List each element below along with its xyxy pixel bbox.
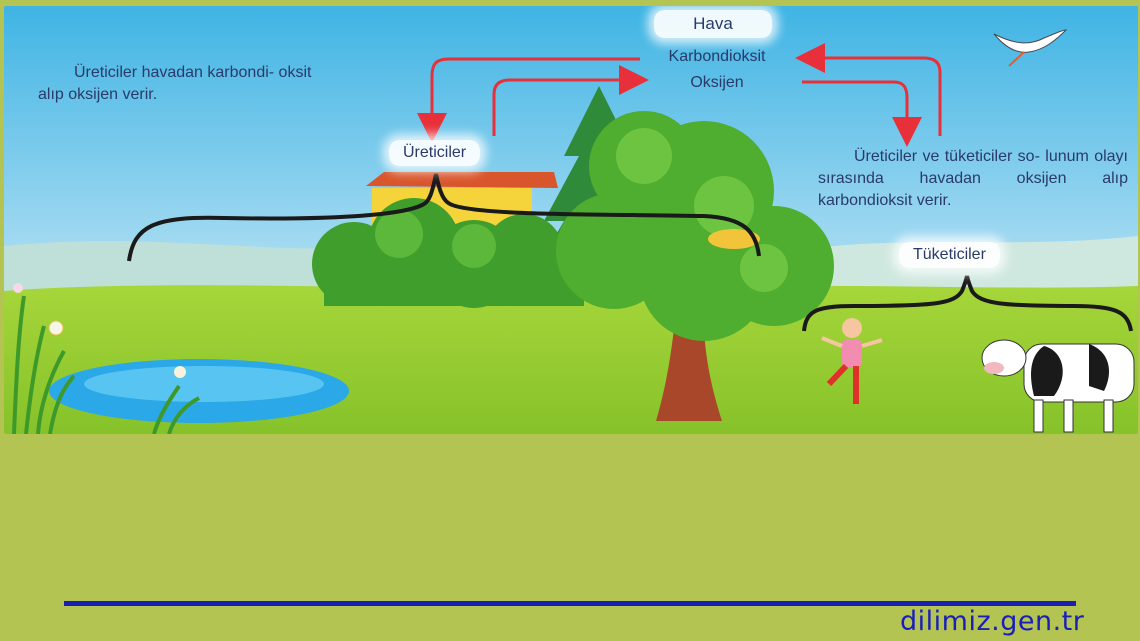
o2-to-respiration-arrow	[802, 80, 922, 147]
flower	[174, 366, 186, 378]
respiration-note: Üreticiler ve tüketiciler so- lunum olay…	[818, 148, 1128, 209]
reeds	[12, 295, 200, 434]
producers-label: Üreticiler	[389, 140, 481, 166]
flower	[13, 283, 23, 293]
illustration-scene: Hava Karbondioksit Oksijen Üreticiler Tü…	[4, 6, 1138, 434]
producers-note: Üreticiler havadan karbondi- oksit alıp …	[38, 64, 312, 103]
air-gas-o2: Oksijen	[690, 74, 744, 91]
flower	[48, 320, 64, 336]
consumers-label: Tüketiciler	[899, 242, 1000, 268]
air-title: Hava	[654, 10, 772, 38]
footer-divider	[64, 601, 1076, 606]
gas-cycle-arrows	[417, 43, 942, 147]
scene-artwork	[4, 6, 1138, 434]
tree-trunk	[656, 281, 722, 421]
co2-from-respiration-arrow	[795, 43, 942, 136]
house-roof	[366, 172, 558, 188]
stork	[993, 29, 1068, 67]
bird-nest	[708, 229, 760, 249]
running-girl	[821, 318, 883, 404]
bushes	[312, 198, 584, 308]
consumers-brace	[802, 275, 1133, 332]
producers-brace	[127, 173, 761, 262]
pond-highlight	[84, 366, 324, 402]
o2-from-producers-arrow	[492, 65, 649, 136]
tree-crown-highlights	[616, 128, 788, 292]
co2-to-producers-arrow	[417, 57, 640, 143]
bush-highlights	[375, 210, 496, 268]
site-brand[interactable]: dilimiz.gen.tr	[900, 606, 1085, 637]
cow	[981, 339, 1135, 433]
air-gas-co2: Karbondioksit	[668, 48, 766, 65]
